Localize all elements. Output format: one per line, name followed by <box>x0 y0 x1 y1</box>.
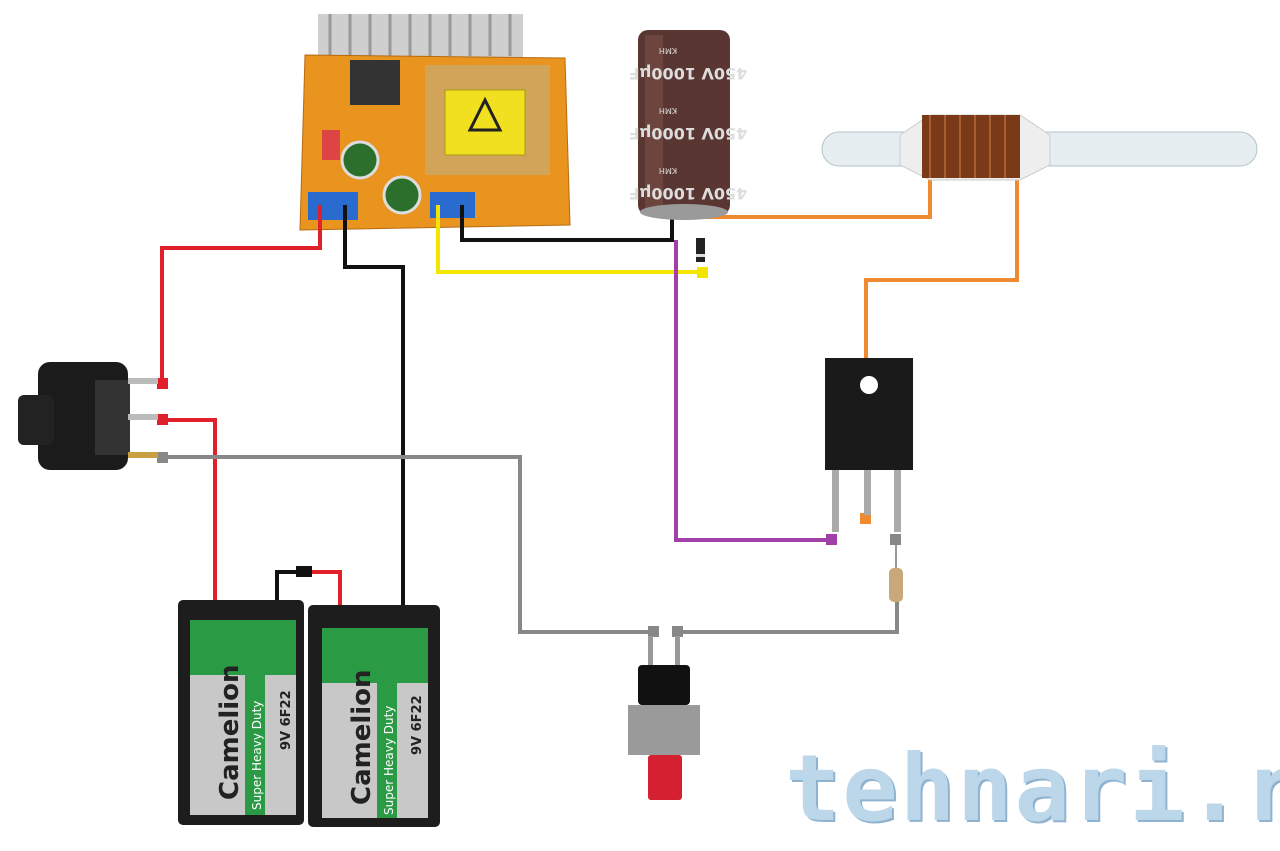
capacitor-series: KMH <box>659 46 677 55</box>
battery-1: Camelion Super Heavy Duty 9V 6F22 <box>178 600 304 825</box>
wire-red-switch <box>160 205 322 383</box>
diode <box>696 238 705 262</box>
capacitor-label: 450V 1000µF <box>629 124 748 143</box>
battery-brand: Camelion <box>215 664 245 800</box>
battery-line: Super Heavy Duty <box>250 701 264 810</box>
power-switch[interactable] <box>18 362 158 470</box>
battery-type: 9V 6F22 <box>279 690 294 750</box>
watermark: tehnari.ru <box>785 735 1280 842</box>
wire-red-battery <box>162 418 217 605</box>
capacitor-label: 450V 1000µF <box>629 184 748 203</box>
flash-tube <box>821 114 1258 181</box>
wire-black-hv <box>460 205 674 242</box>
warning-icon <box>467 96 503 132</box>
wire-gray-gate <box>678 600 899 634</box>
hv-boost-module <box>299 14 571 231</box>
wire-battery-link-red <box>305 570 342 610</box>
wire-black-ground <box>343 205 405 612</box>
wire-purple <box>674 240 832 542</box>
wire-gray-trigger <box>162 455 652 634</box>
battery-brand: Camelion <box>347 669 377 805</box>
capacitor-series: KMH <box>659 106 677 115</box>
capacitor-label: 450V 1000µF <box>629 64 748 83</box>
resistor <box>889 568 903 602</box>
capacitor: KMH 450V 1000µF KMH 450V 1000µF KMH 450V… <box>629 30 748 220</box>
battery-type: 9V 6F22 <box>410 695 425 755</box>
wire-orange-cap <box>700 180 932 219</box>
battery-2: Camelion Super Heavy Duty 9V 6F22 <box>308 605 440 827</box>
transistor <box>825 358 913 532</box>
wire-yellow-hv <box>436 205 702 274</box>
trigger-coil <box>922 115 1020 178</box>
battery-line: Super Heavy Duty <box>382 706 396 815</box>
trigger-push-button[interactable] <box>628 636 700 800</box>
connectors <box>157 267 901 637</box>
wire-battery-link-black <box>275 570 300 608</box>
capacitor-series: KMH <box>659 166 677 175</box>
